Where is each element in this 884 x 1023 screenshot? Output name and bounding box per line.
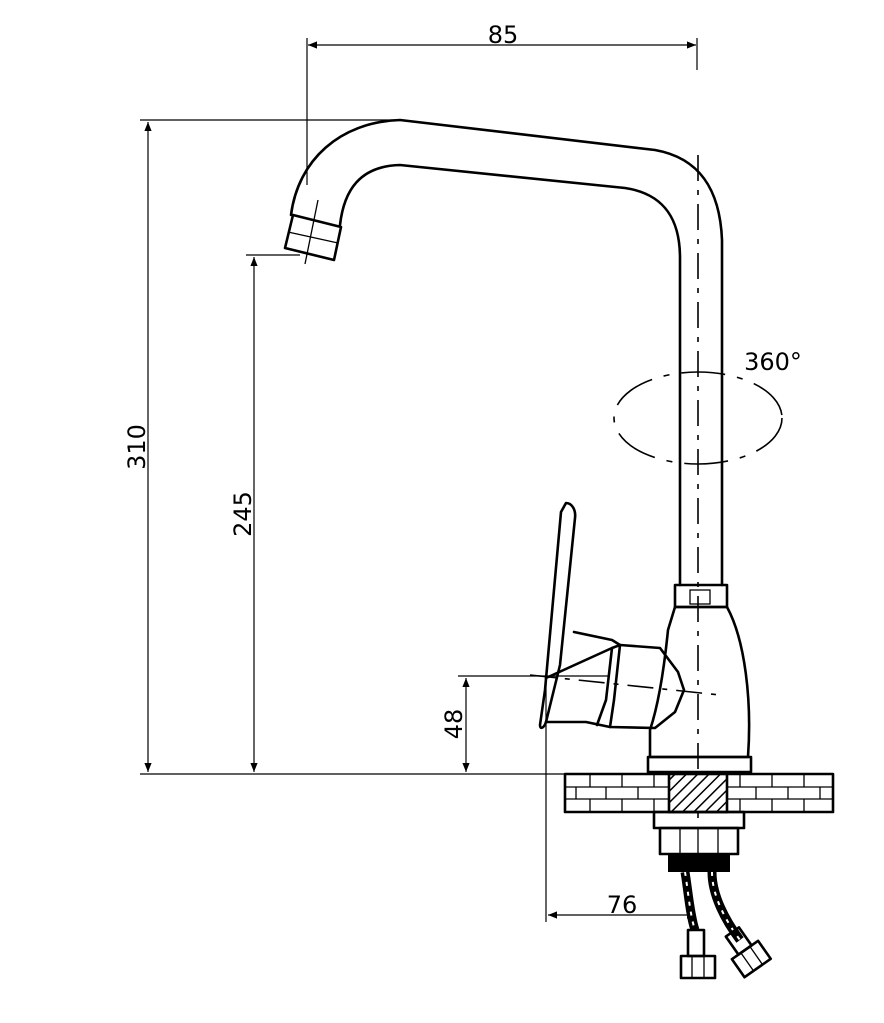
spout — [283, 118, 724, 587]
label-total-height: 310 — [123, 424, 151, 470]
dim-total-height — [140, 119, 400, 772]
label-spout-height: 245 — [229, 491, 257, 537]
dim-handle-height — [458, 675, 610, 772]
dim-reach — [306, 38, 698, 185]
dim-spout-height — [246, 254, 300, 772]
label-reach: 85 — [488, 21, 519, 49]
label-rotation: 360° — [744, 348, 802, 376]
label-base-offset: 76 — [607, 891, 638, 919]
lever-handle[interactable] — [529, 501, 721, 730]
mounting-nut — [652, 810, 746, 872]
faucet-body — [646, 583, 753, 774]
label-handle-height: 48 — [440, 709, 468, 740]
supply-hoses — [679, 871, 773, 980]
countertop — [563, 772, 835, 814]
